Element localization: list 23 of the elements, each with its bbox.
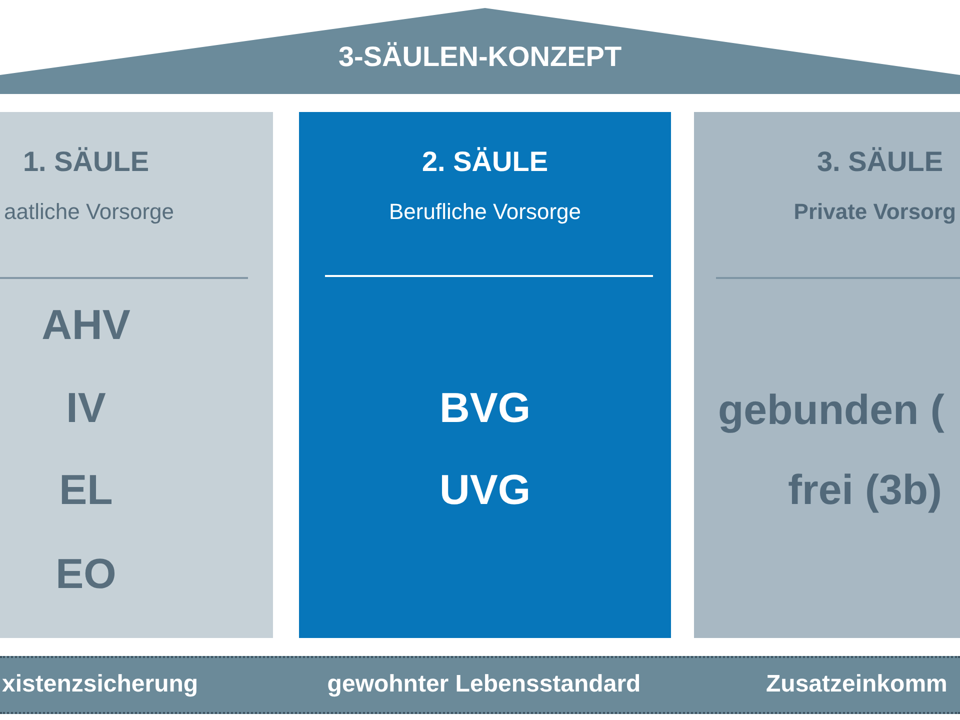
band-label: gewohnter Lebensstandard — [327, 670, 641, 700]
pillar-subtitle: Private Vorsorg — [794, 198, 956, 226]
band-label: xistenzsicherung — [2, 670, 198, 700]
band-label: Zusatzeinkomm — [766, 670, 948, 700]
insurance-abbreviation: EL — [59, 464, 113, 515]
pillar-panel — [299, 112, 671, 638]
pillar-heading: 1. SÄULE — [22, 145, 150, 179]
base-band — [0, 656, 960, 714]
pillar-item: frei (3b) — [788, 464, 942, 515]
pillar-heading: 3. SÄULE — [816, 145, 944, 179]
pillar-subtitle: Berufliche Vorsorge — [389, 198, 581, 226]
roof-title: 3-SÄULEN-KONZEPT — [338, 40, 622, 74]
insurance-abbreviation: AHV — [42, 300, 130, 350]
pillar-heading: 2. SÄULE — [422, 145, 548, 179]
pillar-panel — [0, 112, 273, 638]
insurance-abbreviation: UVG — [440, 464, 530, 515]
insurance-abbreviation: BVG — [440, 382, 530, 433]
insurance-abbreviation: IV — [66, 382, 106, 433]
roof-banner — [0, 8, 960, 94]
insurance-abbreviation: EO — [56, 548, 116, 599]
pillar-panel — [694, 112, 960, 638]
pillar-item: gebunden ( — [718, 384, 944, 435]
pillar-subtitle: aatliche Vorsorge — [4, 198, 174, 226]
